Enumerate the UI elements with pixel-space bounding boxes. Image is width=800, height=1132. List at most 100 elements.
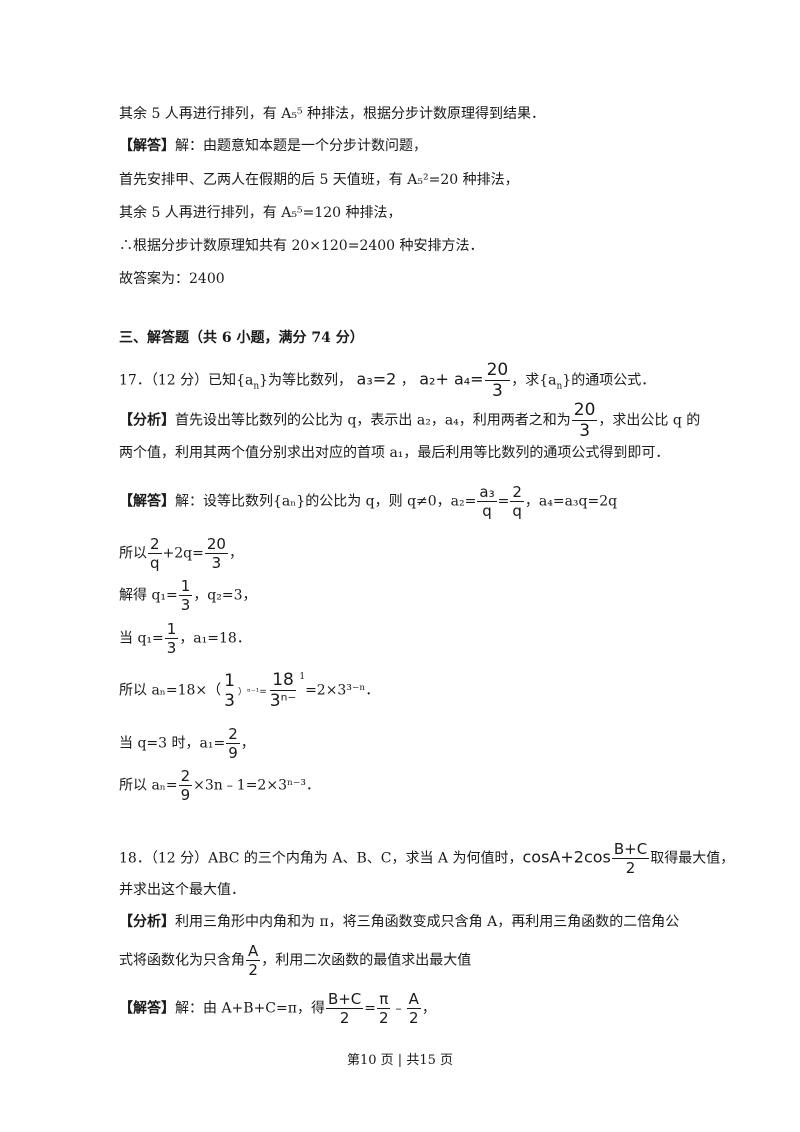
text-line: 两个值，利用其两个值分别求出对应的首项 a₁，最后利用等比数列的通项公式得到即可… xyxy=(119,443,669,463)
numerator: 18 xyxy=(270,670,296,691)
text-line: 其余 5 人再进行排列，有 A₅⁵=120 种排法， xyxy=(119,203,402,223)
text-span: 其余 5 人再进行排列，有 A₅⁵ 种排法，根据分步计数原理得到结果． xyxy=(119,106,546,122)
section-title: 三、解答题（共 6 小题，满分 74 分） xyxy=(119,328,364,348)
text-line: 故答案为：2400 xyxy=(119,269,225,289)
text-span: ，q₂=3， xyxy=(193,587,257,604)
q18-analysis: 【分析】利用三角形中内角和为 π，将三角函数变成只含角 A，再利用三角函数的二倍… xyxy=(119,912,679,932)
denominator: 2 xyxy=(248,961,258,979)
text-line: 其余 5 人再进行排列，有 A₅⁵ 种排法，根据分步计数原理得到结果． xyxy=(119,104,545,124)
text-span: =2×3³⁻ⁿ． xyxy=(305,682,380,699)
text-span: 首先安排甲、乙两人在假期的后 5 天值班，有 A₅²=20 种排法， xyxy=(119,172,519,188)
denominator: 3 xyxy=(491,381,503,401)
denominator: 3 xyxy=(224,690,235,711)
text-span: 取得最大值， xyxy=(650,850,735,867)
numerator: 2 xyxy=(510,483,524,502)
text-span: 解得 q₁= xyxy=(119,587,178,604)
text-span: ，利用二次函数的最值求出最大值 xyxy=(261,952,472,969)
equation: a₃=2 xyxy=(356,369,397,389)
answer-tag: 【解答】 xyxy=(119,1000,175,1017)
text-span: 所以 xyxy=(119,545,147,562)
page-footer: 第10 页 | 共15 页 xyxy=(0,1049,800,1068)
denominator: 2 xyxy=(379,1009,389,1027)
q18-stem: 18．（12 分）ABC 的三个内角为 A、B、C，求当 A 为何值时，cosA… xyxy=(119,840,734,877)
numerator: π xyxy=(377,990,391,1009)
denominator: q xyxy=(512,502,522,520)
numerator: A xyxy=(406,990,421,1009)
text-span: ， xyxy=(421,1000,436,1017)
text-span: 当 q=3 时，a₁= xyxy=(119,735,226,752)
denominator: 2 xyxy=(339,1009,350,1027)
text-span: 18．（12 分）ABC 的三个内角为 A、B、C，求当 A 为何值时， xyxy=(119,850,523,867)
text-span: = xyxy=(497,493,510,510)
text-span: 17．（12 分）已知{a xyxy=(119,372,254,389)
analysis-tag: 【分析】 xyxy=(119,914,175,930)
numerator: 20 xyxy=(484,360,511,381)
text-span: ，求出公比 q 的 xyxy=(598,412,701,429)
denominator: 9 xyxy=(180,786,191,804)
text-span: ，a₄=a₃q=2q xyxy=(524,493,618,510)
answer-tag: 【解答】 xyxy=(119,138,175,154)
text-span: 两个值，利用其两个值分别求出对应的首项 a₁，最后利用等比数列的通项公式得到即可… xyxy=(119,445,670,461)
denominator: 3 xyxy=(166,639,177,657)
text-line: 首先安排甲、乙两人在假期的后 5 天值班，有 A₅²=20 种排法， xyxy=(119,170,519,190)
text-span: ×3n﹣1=2×3ⁿ⁻³． xyxy=(193,777,321,794)
text-span: }的通项公式． xyxy=(562,372,656,389)
section-title-text: 三、解答题（共 6 小题，满分 74 分） xyxy=(119,330,364,346)
text-span: ， xyxy=(240,735,255,752)
text-span: ，求{a xyxy=(511,372,557,389)
numerator: a₃ xyxy=(477,483,497,502)
exponent: ）ⁿ⁻¹= xyxy=(237,687,267,698)
denominator: q xyxy=(482,502,492,520)
text-span: +2q= xyxy=(162,545,204,562)
text-span: }为等比数列， xyxy=(259,372,353,389)
denominator: 9 xyxy=(228,744,238,762)
numerator: B+C xyxy=(611,840,650,859)
text-span: 式将函数化为只含角 xyxy=(119,952,245,969)
numerator: 20 xyxy=(571,400,598,421)
numerator: 20 xyxy=(204,535,228,554)
text-span: ﹣ xyxy=(391,1000,406,1017)
equation: cosA+2cos xyxy=(522,847,611,867)
page-number: 第10 页 | 共15 页 xyxy=(347,1053,453,1068)
denominator: 3 xyxy=(211,554,222,572)
text-span: 解：由 A+B+C=π，得 xyxy=(175,1000,325,1017)
answer-tag: 【解答】 xyxy=(119,493,175,510)
numerator: A xyxy=(246,942,261,961)
text-span: 利用三角形中内角和为 π，将三角函数变成只含角 A，再利用三角函数的二倍角公 xyxy=(175,914,680,930)
text-span: 故答案为：2400 xyxy=(119,271,225,287)
numerator: 2 xyxy=(226,725,240,744)
text-span: 解：设等比数列{aₙ}的公比为 q，则 q≠0，a₂= xyxy=(175,493,477,510)
numerator: B+C xyxy=(325,990,364,1009)
numerator: 1 xyxy=(164,620,179,639)
text-line: ∴根据分步计数原理知共有 20×120=2400 种安排方法． xyxy=(119,236,484,256)
denominator: 2 xyxy=(408,1009,419,1027)
text-span: ∴根据分步计数原理知共有 20×120=2400 种安排方法． xyxy=(119,238,484,254)
equation: a₂+ a₄= xyxy=(419,369,484,389)
denominator: 3ⁿ⁻ xyxy=(269,691,297,711)
